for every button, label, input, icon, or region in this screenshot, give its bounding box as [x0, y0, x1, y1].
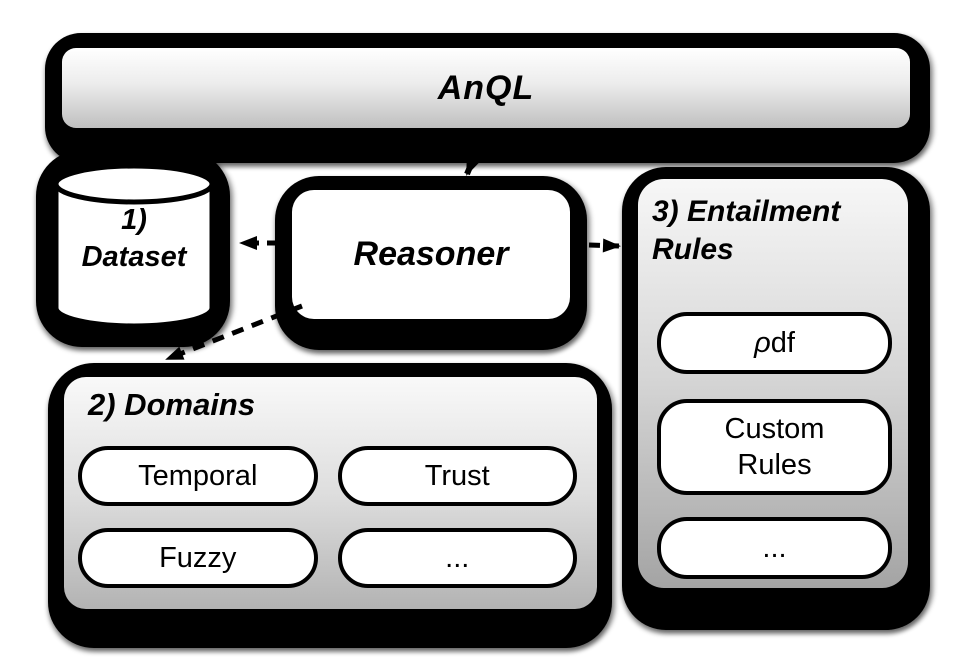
anql-bar: AnQL	[45, 33, 930, 163]
rule-item-custom-rules-label: Custom Rules	[724, 413, 825, 481]
domain-item-fuzzy: Fuzzy	[78, 528, 318, 588]
domain-item-temporal-label: Temporal	[138, 460, 258, 492]
domains-list: Temporal Trust Fuzzy ...	[78, 446, 577, 588]
reasoner-node: Reasoner	[275, 176, 587, 350]
database-cylinder-icon	[53, 163, 215, 329]
edge-reasoner-to-entailment	[588, 238, 621, 253]
reasoner-surface: Reasoner	[292, 190, 570, 319]
dataset-label: 1) Dataset	[56, 202, 212, 276]
dataset-node: 1) Dataset	[36, 150, 230, 347]
domain-item-fuzzy-label: Fuzzy	[159, 542, 237, 574]
rule-item-custom-rules: Custom Rules	[657, 399, 892, 495]
anql-label: AnQL	[437, 68, 535, 107]
domains-surface: 2) Domains Temporal Trust Fuzzy ...	[64, 377, 597, 609]
anql-bar-surface: AnQL	[62, 48, 910, 128]
domain-item-ellipsis: ...	[337, 528, 577, 588]
dataset-name: Dataset	[81, 241, 187, 273]
domain-item-trust-label: Trust	[424, 460, 490, 492]
dataset-number: 1)	[121, 204, 147, 236]
reasoner-label: Reasoner	[353, 235, 509, 273]
domain-item-trust: Trust	[337, 446, 577, 506]
rule-item-ellipsis-label: ...	[762, 532, 787, 564]
entailment-rules-title: 3) Entailment Rules	[652, 195, 841, 266]
domain-item-temporal: Temporal	[78, 446, 318, 506]
rule-item-ellipsis: ...	[657, 517, 892, 579]
rule-item-rdf-rho: ρ	[754, 327, 771, 359]
domain-item-ellipsis-label: ...	[445, 542, 470, 574]
domains-title: 2) Domains	[88, 387, 256, 422]
domains-panel: 2) Domains Temporal Trust Fuzzy ...	[48, 363, 612, 648]
rule-item-rdf-label: df	[770, 327, 795, 359]
